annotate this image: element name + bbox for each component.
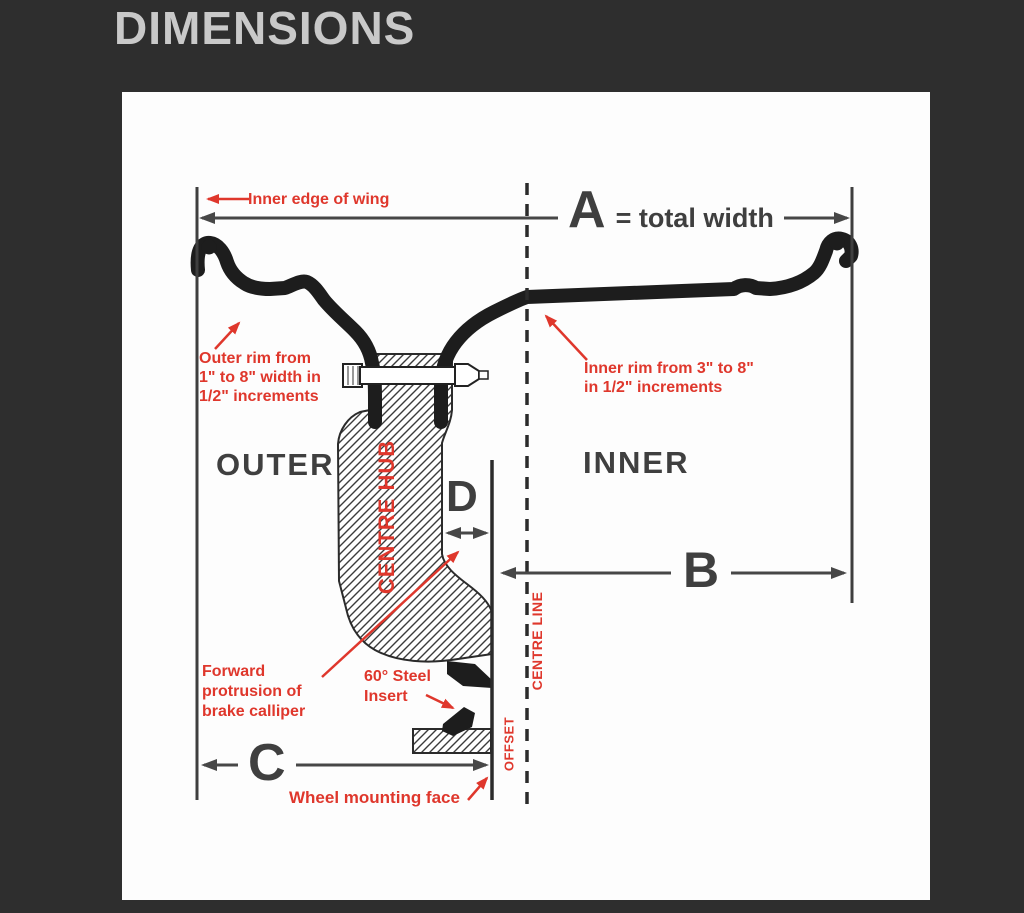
diagram-panel: Inner edge of wing A = total width Outer… — [122, 92, 930, 900]
centre-hub-label: CENTRE HUB — [374, 439, 399, 595]
bolt-shaft — [359, 366, 456, 385]
rim-outer-half — [190, 235, 382, 429]
dim-a-letter: A — [568, 181, 606, 239]
offset-label: OFFSET — [501, 716, 517, 772]
dim-b-label: B — [671, 544, 732, 597]
outer-side-label: OUTER — [216, 447, 335, 482]
dim-c-label: C — [238, 736, 296, 791]
bolt-tip — [478, 370, 489, 380]
dim-d-label: D — [446, 472, 478, 521]
page-title: DIMENSIONS — [114, 2, 416, 54]
callout-arrows — [206, 194, 588, 801]
bolt-spline-ridges — [347, 366, 359, 385]
calliper-protrusion-shape — [447, 661, 493, 688]
outer-rim-note: Outer rim from 1" to 8" width in 1/2" in… — [199, 350, 321, 405]
centre-line-label: CENTRE LINE — [529, 591, 545, 691]
hub-bolt — [342, 363, 489, 388]
inner-edge-of-wing-label: Inner edge of wing — [248, 191, 390, 208]
outer-rim-arrow — [214, 321, 241, 350]
inner-side-label: INNER — [583, 445, 690, 480]
calliper-note: Forward protrusion of brake calliper — [202, 663, 306, 720]
dim-a-suffix: = total width — [615, 203, 774, 233]
steel-insert-shape — [442, 707, 475, 736]
steel-insert-arrow — [425, 693, 455, 710]
calliper-arrow — [321, 550, 460, 678]
dim-a-label: A = total width — [558, 184, 784, 236]
mounting-face-arrow — [467, 776, 489, 801]
wheel-mounting-face-label: Wheel mounting face — [289, 788, 460, 807]
steel-insert-note: 60° Steel Insert — [364, 668, 431, 705]
inner-flange-curl — [829, 235, 845, 251]
inner-rim-arrow — [544, 314, 588, 361]
wheel-dimensions-diagram — [190, 183, 859, 805]
bolt-nut-cone — [454, 363, 480, 387]
outer-flange-curl — [201, 239, 217, 255]
inner-rim-note: Inner rim from 3" to 8" in 1/2" incremen… — [584, 360, 754, 396]
centre-hub-body — [336, 353, 493, 663]
